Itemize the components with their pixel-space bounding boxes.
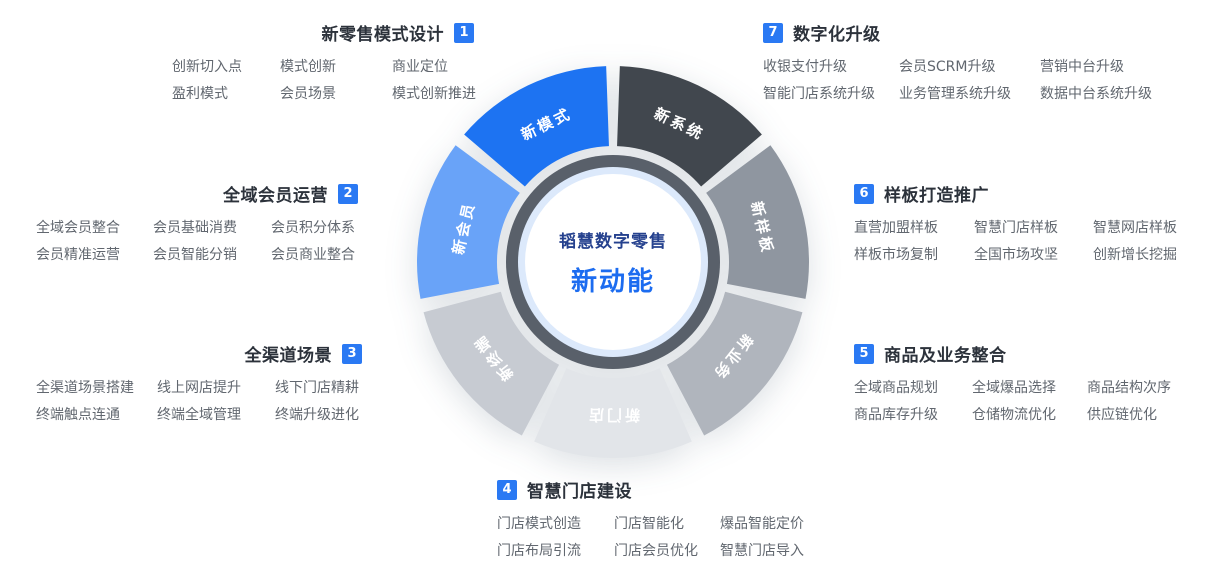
section-item: 会员智能分销: [153, 247, 237, 263]
section-item: 仓储物流优化: [972, 407, 1056, 423]
wheel-segment-6: [417, 145, 520, 299]
section-item: 爆品智能定价: [720, 516, 804, 532]
wheel-segment-4: [534, 368, 692, 459]
section-number-badge: 4: [497, 479, 517, 500]
section-items: 直营加盟样板 智慧门店样板 智慧网店样板 样板市场复制 全国市场攻坚 创新增长挖…: [854, 221, 1186, 262]
section-item: 商品库存升级: [854, 407, 938, 423]
section-item: 模式创新推进: [392, 86, 476, 102]
section-items: 收银支付升级 会员SCRM升级 营销中台升级 智能门店系统升级 业务管理系统升级…: [763, 60, 1175, 101]
wheel-segment-5: [423, 291, 560, 436]
section-item: 会员SCRM升级: [899, 59, 996, 75]
section-number-badge: 2: [338, 183, 358, 204]
section-item: 全国市场攻坚: [974, 247, 1058, 263]
section-item: 门店模式创造: [497, 516, 581, 532]
section-title: 数字化升级: [793, 25, 881, 45]
section-item: 直营加盟样板: [854, 220, 938, 236]
section-item: 智慧门店样板: [974, 220, 1058, 236]
section-items: 全域商品规划 全域爆品选择 商品结构次序 商品库存升级 仓储物流优化 供应链优化: [854, 381, 1176, 422]
section-item: 终端触点连通: [36, 407, 120, 423]
section-item: 营销中台升级: [1040, 59, 1124, 75]
section-item: 会员基础消费: [153, 220, 237, 236]
section-item: 业务管理系统升级: [899, 86, 1011, 102]
section-item: 创新增长挖掘: [1093, 247, 1177, 263]
section-header: 6 样板打造推广: [854, 181, 1186, 206]
wheel-segment-2: [706, 145, 809, 299]
section-header: 5 商品及业务整合: [854, 341, 1176, 366]
section-item: 商品结构次序: [1087, 380, 1171, 396]
section-smart-store-construction: 4 智慧门店建设 门店模式创造 门店智能化 爆品智能定价 门店布局引流 门店会员…: [497, 477, 809, 558]
section-items: 门店模式创造 门店智能化 爆品智能定价 门店布局引流 门店会员优化 智慧门店导入: [497, 517, 809, 558]
section-product-business-integration: 5 商品及业务整合 全域商品规划 全域爆品选择 商品结构次序 商品库存升级 仓储…: [854, 341, 1176, 422]
section-item: 盈利模式: [172, 86, 228, 102]
section-item: 供应链优化: [1087, 407, 1157, 423]
section-number-badge: 5: [854, 343, 874, 364]
section-title: 全渠道场景: [244, 346, 332, 366]
section-item: 会员精准运营: [36, 247, 120, 263]
section-header: 4 智慧门店建设: [497, 477, 809, 502]
segmented-wheel-diagram: 新系统新样板新业务新门店新终端新会员新模式 韬慧数字零售 新动能: [413, 62, 813, 462]
section-item: 线下门店精耕: [275, 380, 359, 396]
center-core: [525, 174, 701, 350]
section-number-badge: 3: [342, 343, 362, 364]
section-title: 商品及业务整合: [884, 346, 1007, 366]
section-item: 收银支付升级: [763, 59, 847, 75]
section-item: 会员商业整合: [271, 247, 355, 263]
section-title: 样板打造推广: [884, 186, 989, 206]
section-item: 全渠道场景搭建: [36, 380, 134, 396]
section-title: 全域会员运营: [223, 186, 328, 206]
section-items: 全域会员整合 会员基础消费 会员积分体系 会员精准运营 会员智能分销 会员商业整…: [36, 221, 358, 262]
section-item: 终端升级进化: [275, 407, 359, 423]
section-header: 全域会员运营 2: [36, 181, 358, 206]
section-title: 智慧门店建设: [527, 482, 632, 502]
section-new-retail-model-design: 新零售模式设计 1 创新切入点 模式创新 商业定位 盈利模式 会员场景 模式创新…: [172, 20, 476, 102]
section-item: 数据中台系统升级: [1040, 86, 1152, 102]
section-title: 新零售模式设计: [321, 25, 444, 45]
section-item: 商业定位: [392, 59, 448, 75]
section-item: 全域会员整合: [36, 220, 120, 236]
section-digital-upgrade: 7 数字化升级 收银支付升级 会员SCRM升级 营销中台升级 智能门店系统升级 …: [763, 20, 1175, 101]
wheel-segment-3: [666, 291, 803, 436]
section-item: 终端全域管理: [157, 407, 241, 423]
section-number-badge: 7: [763, 22, 783, 43]
section-template-promotion: 6 样板打造推广 直营加盟样板 智慧门店样板 智慧网店样板 样板市场复制 全国市…: [854, 181, 1186, 262]
section-item: 智慧网店样板: [1093, 220, 1177, 236]
section-item: 模式创新: [280, 59, 336, 75]
section-number-badge: 1: [454, 22, 474, 43]
section-header: 新零售模式设计 1: [172, 20, 474, 45]
section-items: 创新切入点 模式创新 商业定位 盈利模式 会员场景 模式创新推进: [172, 59, 476, 102]
section-item: 线上网店提升: [157, 380, 241, 396]
section-omni-member-operation: 全域会员运营 2 全域会员整合 会员基础消费 会员积分体系 会员精准运营 会员智…: [36, 181, 358, 262]
wheel-segment-7: [464, 66, 609, 187]
section-item: 门店智能化: [614, 516, 684, 532]
section-item: 全域商品规划: [854, 380, 938, 396]
wheel-segment-1: [617, 66, 762, 187]
section-number-badge: 6: [854, 183, 874, 204]
wheel-segment-label: 新门店: [586, 406, 640, 424]
section-item: 创新切入点: [172, 59, 242, 75]
section-header: 全渠道场景 3: [36, 341, 362, 366]
section-items: 全渠道场景搭建 线上网店提升 线下门店精耕 终端触点连通 终端全域管理 终端升级…: [36, 381, 362, 422]
section-item: 全域爆品选择: [972, 380, 1056, 396]
section-omnichannel-scenario: 全渠道场景 3 全渠道场景搭建 线上网店提升 线下门店精耕 终端触点连通 终端全…: [36, 341, 362, 422]
section-item: 智能门店系统升级: [763, 86, 875, 102]
section-header: 7 数字化升级: [763, 20, 1175, 45]
section-item: 智慧门店导入: [720, 543, 804, 559]
section-item: 门店布局引流: [497, 543, 581, 559]
section-item: 样板市场复制: [854, 247, 938, 263]
section-item: 门店会员优化: [614, 543, 698, 559]
section-item: 会员场景: [280, 86, 336, 102]
section-item: 会员积分体系: [271, 220, 355, 236]
